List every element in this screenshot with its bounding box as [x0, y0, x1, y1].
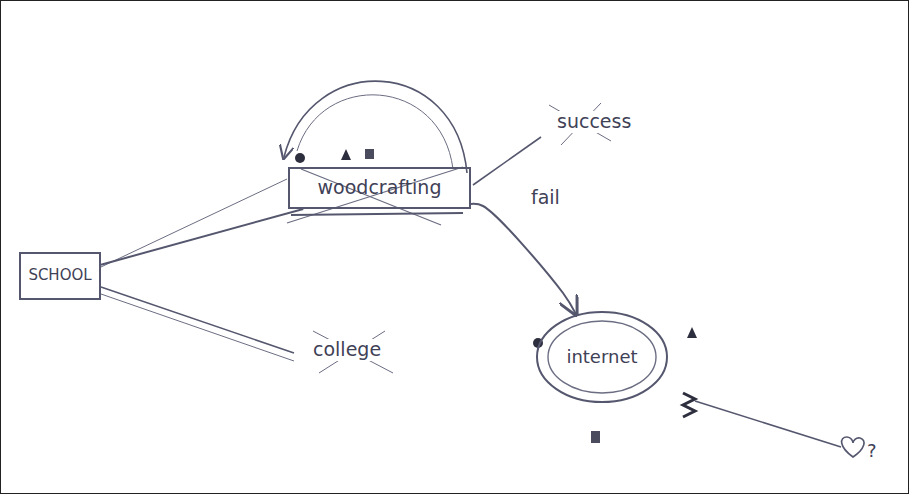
question-mark: ? — [867, 441, 877, 462]
triangle-icon — [687, 327, 697, 338]
cross-out — [301, 169, 441, 225]
terminal-ellipse: internet — [536, 311, 668, 403]
leader-line — [473, 137, 541, 185]
double-line — [101, 179, 287, 267]
cross-out — [313, 331, 393, 373]
loop-arrow — [284, 81, 467, 173]
underline-stroke — [291, 213, 463, 215]
option-label: college — [313, 339, 381, 361]
dot-icon — [295, 153, 305, 163]
square-icon — [591, 431, 600, 443]
connector-line — [101, 209, 303, 265]
leader-line — [695, 401, 841, 447]
leader-line — [101, 287, 294, 353]
leader-line — [101, 294, 294, 361]
heart-icon — [842, 437, 864, 457]
node-text: SCHOOL — [28, 267, 91, 284]
scribble-icon — [683, 393, 695, 417]
outcome-label: success — [557, 111, 631, 133]
cross-out — [287, 167, 463, 223]
triangle-icon — [341, 149, 351, 160]
edge-label: fail — [531, 187, 560, 209]
connector-line — [471, 204, 576, 315]
node-text: internet — [566, 347, 637, 368]
process-box: SCHOOL — [19, 252, 101, 300]
loop-arrow-edge — [297, 95, 453, 169]
process-box: woodcrafting — [288, 167, 471, 209]
square-icon — [365, 149, 374, 159]
node-text: woodcrafting — [318, 177, 442, 199]
